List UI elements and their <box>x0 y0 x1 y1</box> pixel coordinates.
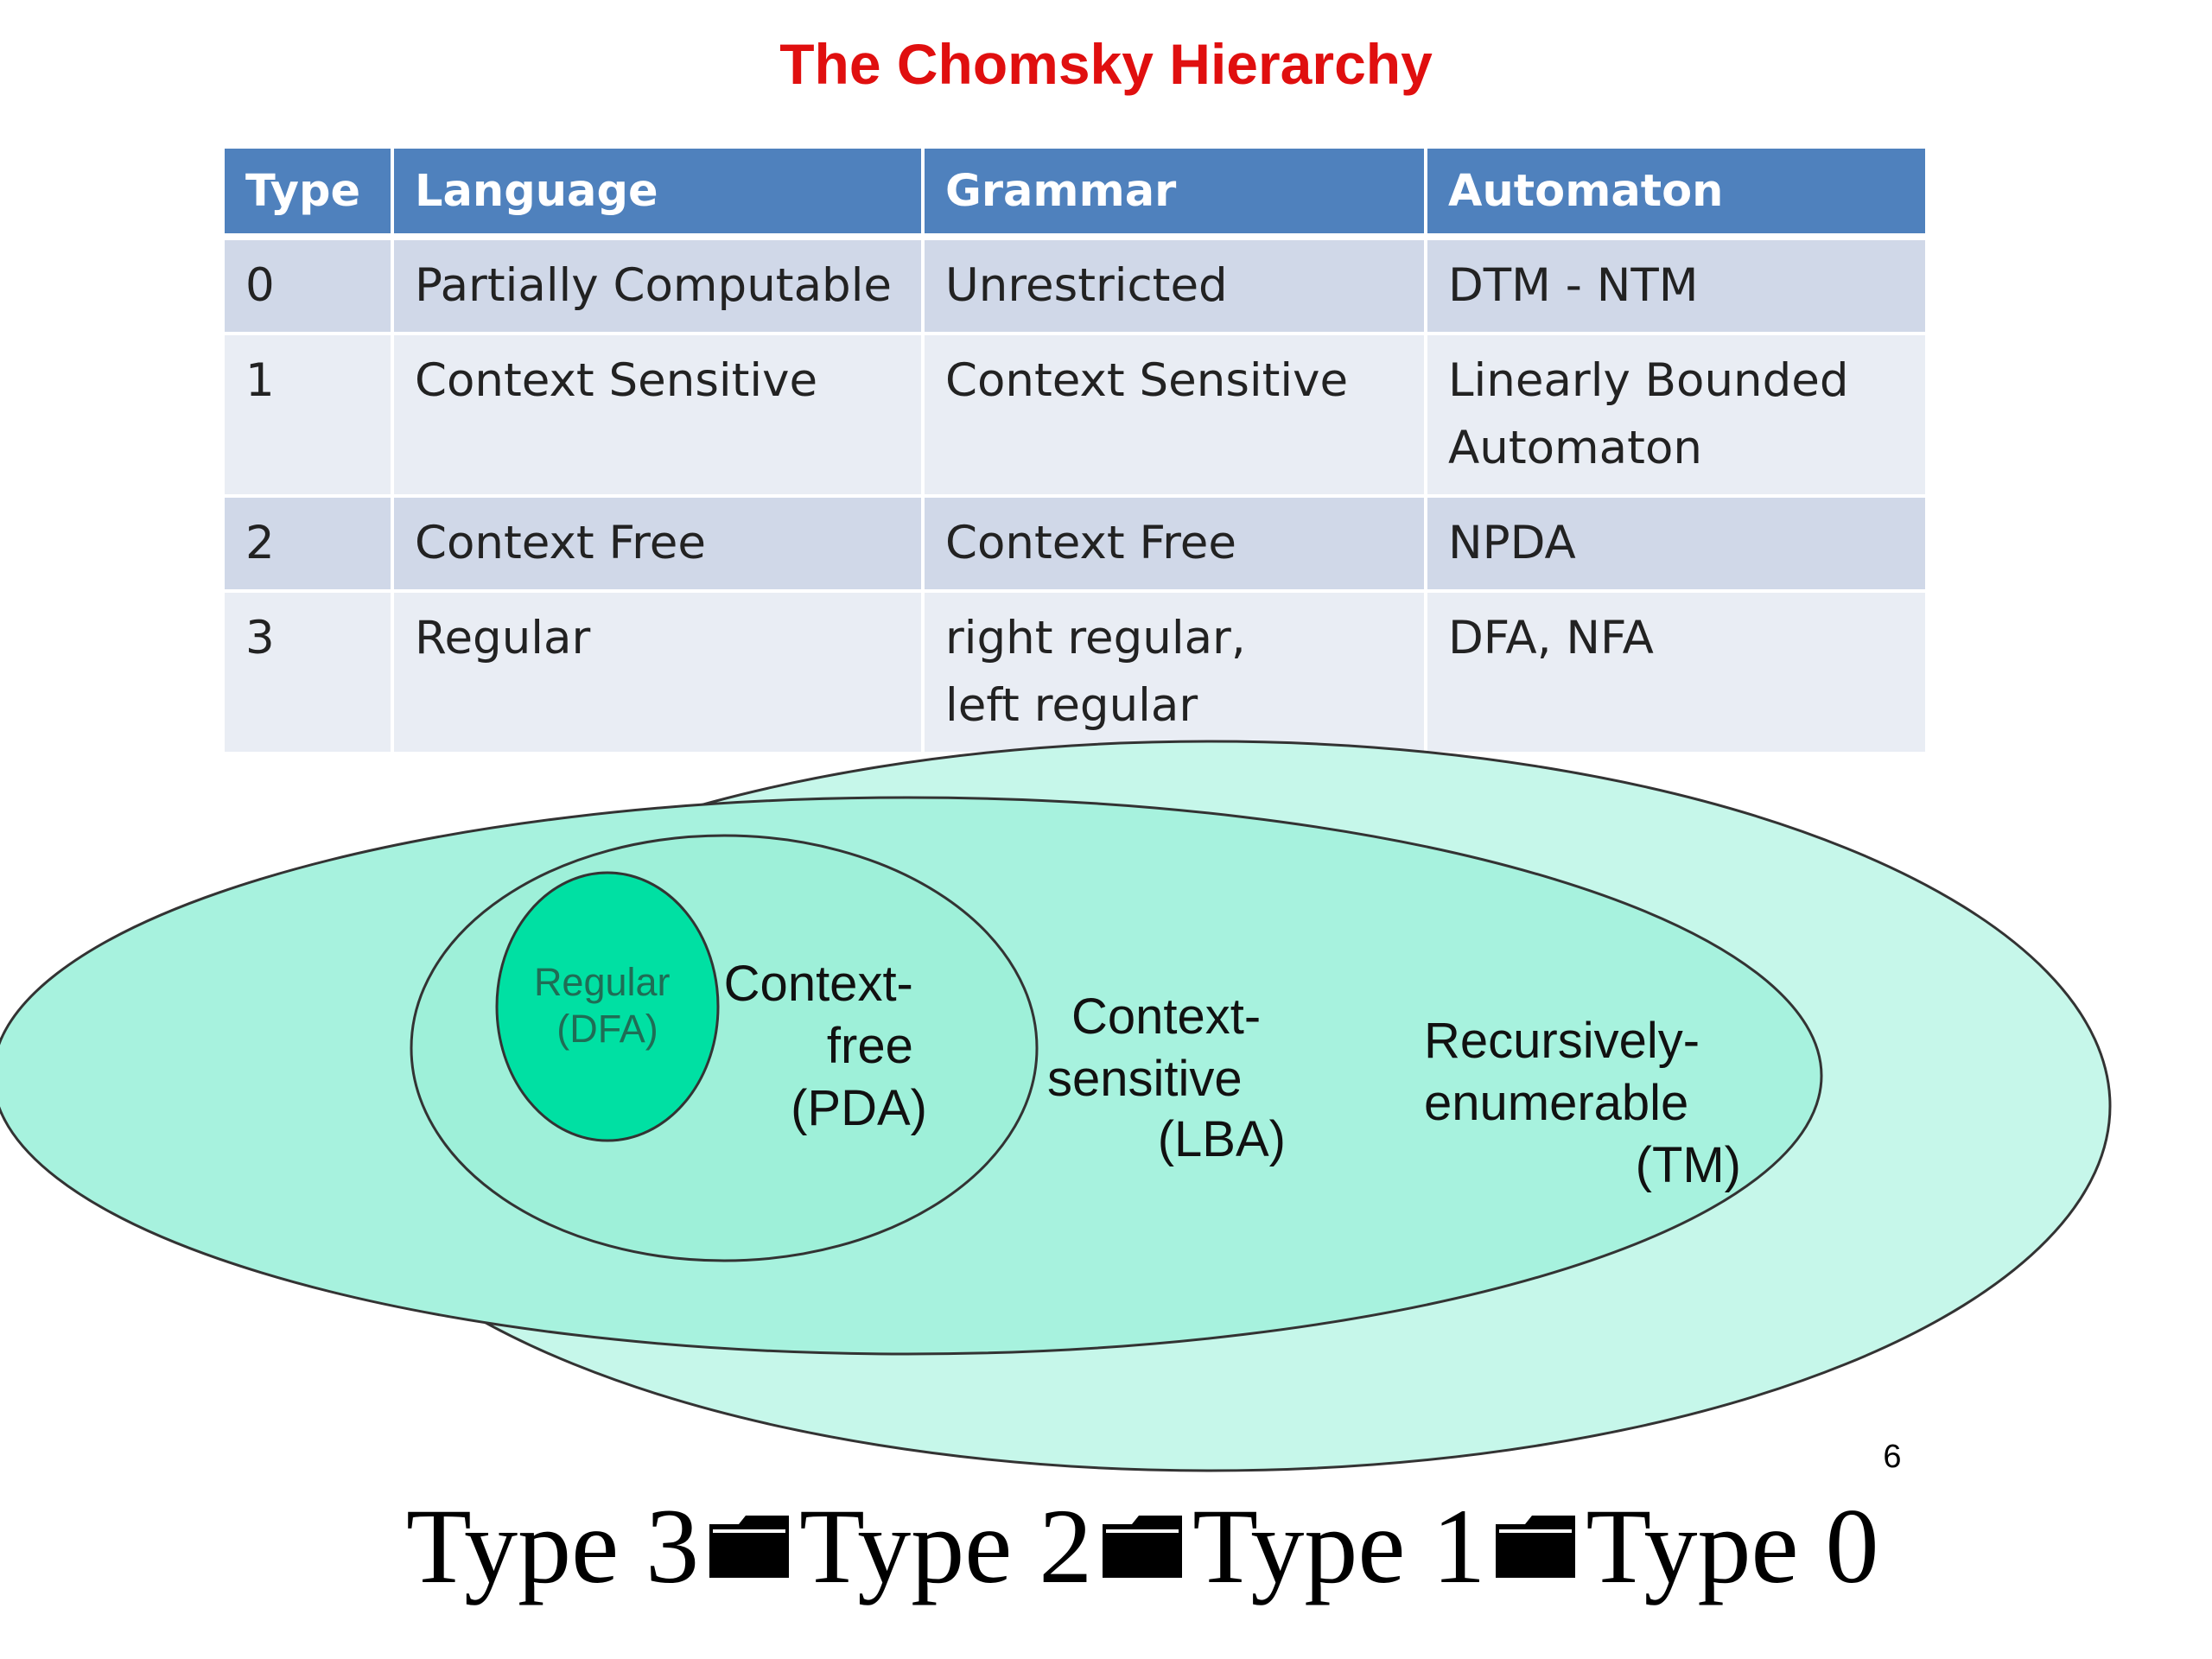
cell-automaton: NPDA <box>1424 494 1925 591</box>
regular-label-line: (DFA) <box>556 1007 658 1051</box>
cell-automaton-line: Linearly Bounded <box>1448 354 1849 407</box>
cell-automaton-line: DTM - NTM <box>1448 259 1699 312</box>
table-row: 2 Context Free Context Free NPDA <box>225 494 1925 591</box>
recursively-enumerable-label: Recursively- enumerable (TM) <box>1424 1013 1741 1193</box>
footer-item: Type 0 <box>1586 1487 1879 1605</box>
cell-grammar: Context Sensitive <box>921 332 1426 496</box>
cell-type: 3 <box>225 589 392 752</box>
cell-grammar-line: Context Free <box>945 517 1236 569</box>
table-header-row: Type Language Grammar Automaton <box>225 149 1925 240</box>
cell-language: Context Free <box>391 494 923 591</box>
cell-grammar: Context Free <box>921 494 1426 591</box>
cell-grammar-line: left regular <box>945 679 1198 732</box>
context-free-label-line: free <box>827 1018 913 1074</box>
cell-grammar: right regular, left regular <box>921 589 1426 752</box>
page-number: 6 <box>1883 1439 1901 1475</box>
context-free-label-line: Context- <box>724 956 913 1012</box>
folder-icon <box>709 1516 790 1578</box>
slide-title: The Chomsky Hierarchy <box>779 32 1433 96</box>
recursively-enumerable-label-line: Recursively- <box>1424 1013 1700 1069</box>
header-type: Type <box>225 149 392 240</box>
hierarchy-table: Type Language Grammar Automaton 0 Partia… <box>225 149 1925 752</box>
regular-label-line: Regular <box>534 960 671 1004</box>
footer-item: Type 3 <box>406 1487 700 1605</box>
cell-automaton: DFA, NFA <box>1424 589 1925 752</box>
cell-language: Partially Computable <box>391 235 923 334</box>
recursively-enumerable-label-line: (TM) <box>1636 1137 1741 1193</box>
header-grammar: Grammar <box>921 149 1426 240</box>
cell-automaton-line: NPDA <box>1448 517 1576 569</box>
folder-icon <box>1496 1516 1576 1578</box>
context-sensitive-label: Context- sensitive (LBA) <box>1047 988 1286 1167</box>
header-language: Language <box>391 149 923 240</box>
cell-automaton-line: Automaton <box>1448 422 1702 474</box>
header-automaton: Automaton <box>1424 149 1925 240</box>
cell-grammar-line: Unrestricted <box>945 259 1228 312</box>
recursively-enumerable-label-line: enumerable <box>1424 1075 1688 1131</box>
regular-label: Regular (DFA) <box>534 960 681 1051</box>
footer-item: Type 1 <box>1192 1487 1486 1605</box>
cell-type: 0 <box>225 235 392 334</box>
context-sensitive-label-line: Context- <box>1071 988 1261 1045</box>
type-inclusion-chain: Type 3 Type 2 Type 1 Type 0 <box>406 1486 1879 1607</box>
folder-icon <box>1103 1516 1183 1578</box>
table-row: 1 Context Sensitive Context Sensitive Li… <box>225 332 1925 496</box>
footer-item: Type 2 <box>799 1487 1093 1605</box>
cell-automaton-line: DFA, NFA <box>1448 612 1654 664</box>
cell-automaton: Linearly Bounded Automaton <box>1424 332 1925 496</box>
cell-language: Regular <box>391 589 923 752</box>
cell-language: Context Sensitive <box>391 332 923 496</box>
cell-type: 2 <box>225 494 392 591</box>
cell-grammar: Unrestricted <box>921 235 1426 334</box>
cell-automaton: DTM - NTM <box>1424 235 1925 334</box>
regular-ellipse <box>495 871 720 1142</box>
table-row: 3 Regular right regular, left regular DF… <box>225 589 1925 752</box>
cell-grammar-line: right regular, <box>945 612 1246 664</box>
context-sensitive-label-line: (LBA) <box>1158 1111 1286 1167</box>
cell-type: 1 <box>225 332 392 496</box>
cell-grammar-line: Context Sensitive <box>945 354 1349 407</box>
context-free-label: Context- free (PDA) <box>724 956 927 1136</box>
context-sensitive-label-line: sensitive <box>1047 1051 1243 1107</box>
context-free-label-line: (PDA) <box>791 1080 927 1136</box>
table-row: 0 Partially Computable Unrestricted DTM … <box>225 235 1925 334</box>
